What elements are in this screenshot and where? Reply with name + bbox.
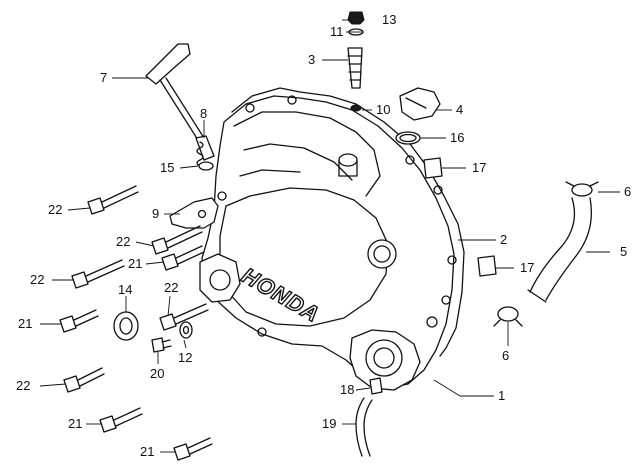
drain-fitting bbox=[369, 377, 383, 395]
callout-20: 20 bbox=[150, 366, 164, 381]
callout-18: 18 bbox=[340, 382, 354, 397]
callout-16: 16 bbox=[450, 130, 464, 145]
oil-filler-hole bbox=[373, 245, 391, 263]
callout-22-c: 22 bbox=[30, 272, 44, 287]
water-pump-flange bbox=[349, 329, 421, 391]
callout-9: 9 bbox=[152, 206, 159, 221]
water-pump-port bbox=[365, 339, 403, 377]
hose-clamp-lower bbox=[493, 306, 523, 327]
callout-2: 2 bbox=[500, 232, 507, 247]
small-bolt-20 bbox=[151, 337, 172, 353]
callout-7: 7 bbox=[100, 70, 107, 85]
oil-seal bbox=[113, 311, 139, 341]
callout-labels: 7 8 15 3 11 13 10 4 16 17 6 9 22 2 22 5 … bbox=[16, 12, 631, 459]
lifter-washer bbox=[198, 161, 214, 171]
bolt-21-left bbox=[59, 309, 99, 333]
breather-stub bbox=[338, 153, 358, 167]
lifter-spring bbox=[196, 141, 204, 167]
callout-22-d: 22 bbox=[164, 280, 178, 295]
cover-gasket bbox=[231, 87, 465, 357]
drain-tube bbox=[355, 397, 373, 457]
callout-6-upper: 6 bbox=[624, 184, 631, 199]
callout-3: 3 bbox=[308, 52, 315, 67]
cover-rib-1 bbox=[243, 143, 353, 181]
callout-11: 11 bbox=[330, 24, 344, 39]
callout-19: 19 bbox=[322, 416, 336, 431]
oil-filler-boss bbox=[367, 239, 397, 269]
callout-13: 13 bbox=[382, 12, 396, 27]
callout-21-d: 21 bbox=[140, 444, 154, 459]
drive-gear-shaft bbox=[347, 47, 363, 89]
clutch-lifter-arm bbox=[145, 43, 215, 161]
sealing-washer bbox=[179, 321, 193, 339]
callout-22-b: 22 bbox=[116, 234, 130, 249]
cover-inner-panel bbox=[233, 111, 381, 197]
callout-17-upper: 17 bbox=[472, 160, 486, 175]
callout-12: 12 bbox=[178, 350, 192, 365]
filler-oring bbox=[395, 131, 421, 145]
callout-5: 5 bbox=[620, 244, 627, 259]
callout-4: 4 bbox=[456, 102, 463, 117]
callout-22-a: 22 bbox=[48, 202, 62, 217]
callout-10: 10 bbox=[376, 102, 390, 117]
crankcase-cover bbox=[199, 87, 465, 391]
callout-17-lower: 17 bbox=[520, 260, 534, 275]
drive-oring bbox=[350, 104, 362, 112]
dowel-pin-lower bbox=[477, 255, 497, 277]
oil-filler-cap bbox=[399, 87, 441, 121]
callout-22-e: 22 bbox=[16, 378, 30, 393]
callout-14: 14 bbox=[118, 282, 132, 297]
callout-6-lower: 6 bbox=[502, 348, 509, 363]
cover-left-boss bbox=[199, 253, 241, 303]
callout-15: 15 bbox=[160, 160, 174, 175]
cable-bracket bbox=[169, 197, 219, 229]
callout-1: 1 bbox=[498, 388, 505, 403]
bolt-21-lower bbox=[99, 407, 143, 433]
bolt-22-upper-left bbox=[87, 185, 139, 215]
bolt-22-left bbox=[71, 259, 125, 289]
bolt-21-mid bbox=[161, 245, 205, 271]
drive-cap bbox=[347, 11, 365, 25]
callout-8: 8 bbox=[200, 106, 207, 121]
coolant-hose bbox=[527, 197, 593, 303]
bolt-22-mid bbox=[151, 225, 203, 255]
hose-clamp-upper bbox=[565, 181, 599, 197]
cover-rib-2 bbox=[239, 169, 301, 177]
bolt-22-lower-left bbox=[63, 367, 105, 393]
dowel-pin-upper bbox=[423, 157, 443, 179]
leader-lines bbox=[39, 19, 620, 453]
callout-21-b: 21 bbox=[18, 316, 32, 331]
bolt-21-bottom bbox=[173, 437, 213, 461]
callout-21-a: 21 bbox=[128, 256, 142, 271]
callout-21-c: 21 bbox=[68, 416, 82, 431]
